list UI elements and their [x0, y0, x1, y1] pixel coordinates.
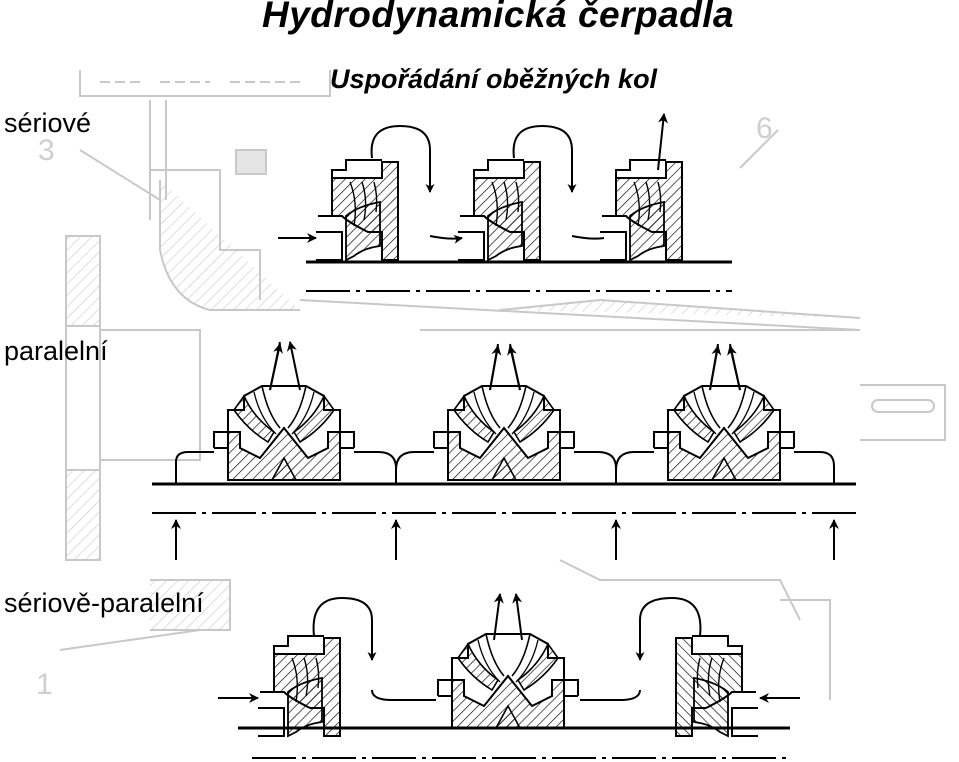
serial-impeller-3 — [599, 159, 683, 261]
serial-outlet-arrow — [657, 113, 669, 171]
parallel-impeller-2 — [433, 385, 575, 481]
serial-impeller-2 — [457, 159, 541, 261]
serial-parallel-impeller-left — [257, 635, 341, 737]
serial-parallel-shaft — [238, 726, 790, 759]
section-label-serial: sériové — [4, 108, 92, 138]
callout-number-3: 3 — [38, 134, 55, 167]
serial-parallel-flow-right — [580, 596, 702, 701]
serial-shaft — [306, 260, 732, 292]
section-label-serial-parallel: sériově-paralelní — [4, 588, 204, 618]
parallel-impeller-3 — [653, 385, 795, 481]
parallel-impeller-1 — [213, 385, 355, 481]
serial-parallel-impeller-right — [675, 635, 759, 737]
serial-impeller-1 — [315, 159, 399, 261]
parallel-arrangement — [152, 342, 856, 560]
serial-parallel-impeller-center — [437, 633, 579, 729]
serial-flow-2-3 — [512, 124, 605, 240]
parallel-suction-loops — [175, 451, 835, 484]
section-label-parallel: paralelní — [4, 336, 108, 366]
page-title: Hydrodynamická čerpadla — [262, 0, 735, 35]
callout-number-1: 1 — [36, 668, 53, 701]
serial-parallel-arrangement — [218, 593, 800, 759]
serial-arrangement — [278, 113, 732, 292]
callout-number-6: 6 — [756, 112, 773, 145]
parallel-shaft — [152, 482, 856, 514]
serial-parallel-flow-left — [312, 596, 436, 701]
background-pump-drawing — [59, 70, 946, 700]
page-subtitle: Uspořádání oběžných kol — [330, 64, 658, 94]
serial-flow-1-2 — [370, 124, 462, 239]
